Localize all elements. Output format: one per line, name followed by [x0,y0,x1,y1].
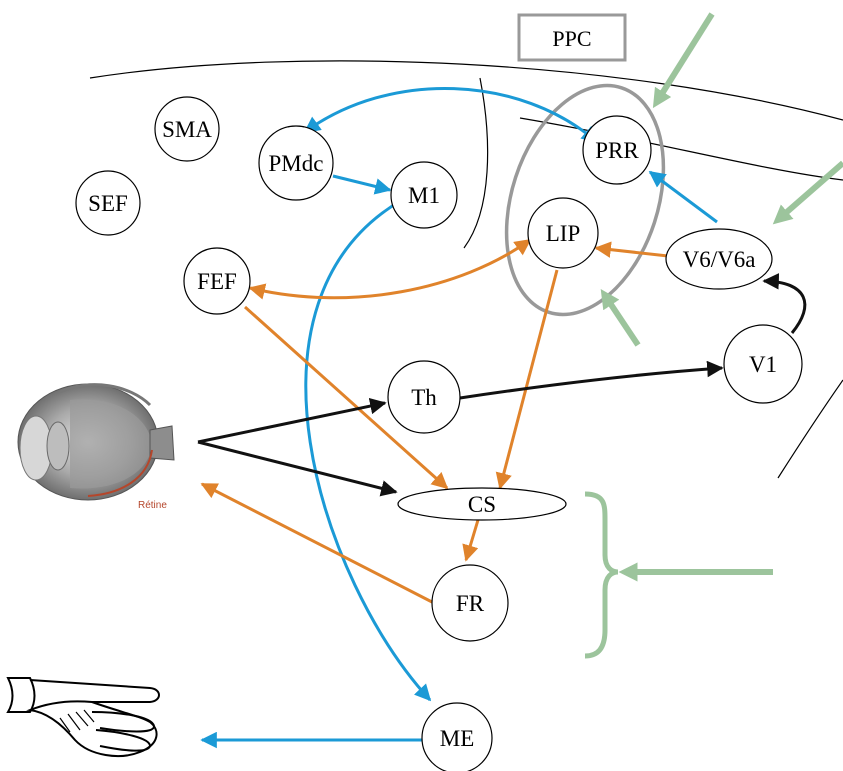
node-sef-circle [75,170,141,236]
node-pmdc-circle [258,125,334,201]
central-sulcus-curve [463,77,489,249]
eye-icon: Rétine [17,383,175,511]
eye-lens [46,421,70,471]
eye-retina-line [87,449,153,497]
cortex-outer-curve [89,60,843,121]
hand-cuff [6,677,36,713]
ppc-box: PPC [517,13,627,62]
eye-optic-nerve [149,425,175,461]
arrow-fr-eye [200,482,433,604]
node-prr-label: PRR [595,138,639,163]
black-arrows [197,273,807,497]
node-fef: FEF [183,247,251,315]
node-v1-circle [723,324,803,404]
eye-retine-label: Rétine [138,500,167,511]
node-me-circle [421,702,493,771]
node-fr: FR [431,564,509,642]
node-v6-label: V6/V6a [683,247,756,272]
arrow-v1-v6 [762,273,807,334]
node-cs-label: CS [468,492,496,517]
arrow-cs-fr [462,519,480,562]
node-sma: SMA [154,96,220,162]
node-cs-ellipse [397,487,567,521]
node-pmdc: PMdc [258,125,334,201]
node-sef: SEF [75,170,141,236]
node-fr-label: FR [456,591,485,616]
arrow-fef-cs [243,305,449,490]
green-brace [584,491,619,659]
node-sma-circle [154,96,220,162]
node-th-circle [387,360,461,434]
nodes: SMA SEF PMdc M1 PRR LIP V6/V6a FEF [75,96,803,771]
ppc-box-frame [517,13,627,62]
occipital-curve [777,379,843,479]
arrow-v6-prr [648,170,718,224]
hand-finger-2 [95,729,152,752]
arrow-v6-lip [594,241,669,258]
node-me-label: ME [440,726,475,751]
node-me: ME [421,702,493,771]
orange-arrows [200,238,669,604]
arrow-pmdc-prr [303,86,599,144]
node-m1-circle [390,161,458,229]
arrow-m1-me [304,198,432,702]
ppc-region-ellipse [504,83,666,317]
node-v6: V6/V6a [665,228,773,290]
arrow-pmdc-m1 [332,174,392,195]
node-prr: PRR [582,115,652,185]
node-sef-label: SEF [88,191,128,216]
node-th: Th [387,360,461,434]
node-m1-label: M1 [408,183,440,208]
arrow-eye-cs [197,440,398,497]
eye-inner-chamber [70,399,152,489]
green-arrow-to-ppc-bottom [600,289,641,347]
node-v1: V1 [723,324,803,404]
node-fr-circle [431,564,509,642]
node-fef-circle [183,247,251,315]
green-input-arrows [584,12,843,659]
node-lip-circle [527,197,599,269]
arrow-th-v1 [459,360,724,400]
hand-index-finger [29,679,160,703]
node-fef-label: FEF [197,269,237,294]
parietal-inner-curve [519,117,843,181]
hand-shading [59,709,95,733]
node-pmdc-label: PMdc [269,151,324,176]
arrow-lip-cs [495,269,559,490]
pointing-hand-icon [6,677,160,757]
arrow-eye-th [197,397,387,444]
node-prr-circle [582,115,652,185]
node-lip-label: LIP [546,221,581,246]
node-v6-ellipse [665,228,773,290]
node-lip: LIP [527,197,599,269]
green-arrow-to-v6 [772,160,843,225]
node-th-label: Th [411,385,437,410]
hand-finger-1 [91,711,155,733]
node-v1-label: V1 [749,352,777,377]
node-sma-label: SMA [162,117,212,142]
node-m1: M1 [390,161,458,229]
eye-muscle-top [59,383,152,407]
node-cs: CS [397,487,567,521]
hand-palm [26,700,158,757]
arrow-fef-lip [248,238,532,300]
ppc-label: PPC [552,26,591,51]
green-arrow-to-prr [652,12,715,109]
